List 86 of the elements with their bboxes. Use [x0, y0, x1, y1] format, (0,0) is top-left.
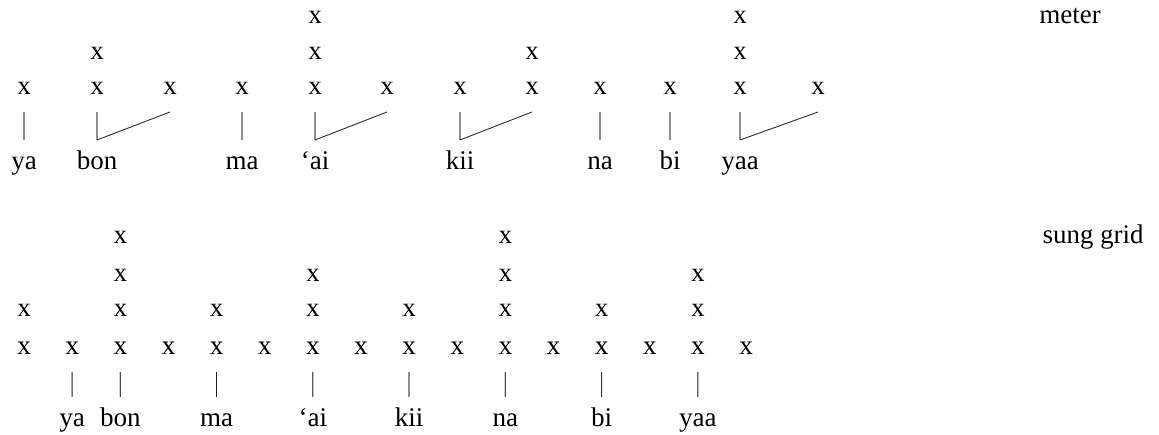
syllable-label: kii [395, 407, 423, 426]
grid-mark: x [733, 81, 747, 94]
grid-mark: x [354, 341, 368, 354]
grid-mark: x [498, 230, 512, 243]
grid-mark: x [308, 46, 322, 59]
grid-mark: x [90, 81, 104, 94]
grid-mark: x [525, 46, 539, 59]
syllable-label: bon [100, 407, 141, 427]
grid-mark: x [402, 341, 416, 354]
row-label: meter [1039, 7, 1101, 24]
association-line [739, 111, 741, 141]
association-line [71, 371, 73, 398]
association-line [408, 371, 410, 398]
association-line [459, 111, 533, 141]
grid-mark: x [308, 10, 322, 23]
grid-mark: x [17, 81, 31, 94]
association-line [314, 111, 388, 141]
grid-mark: x [210, 303, 223, 316]
grid-mark: x [593, 81, 607, 94]
syllable-label: yaa [679, 413, 717, 432]
grid-mark: x [498, 268, 512, 281]
association-line [669, 111, 671, 141]
syllable-label: ya [59, 413, 85, 432]
association-line [599, 111, 601, 141]
grid-mark: x [691, 341, 705, 354]
grid-mark: x [663, 81, 677, 94]
grid-mark: x [306, 341, 320, 354]
association-line [459, 111, 461, 141]
grid-mark: x [739, 341, 753, 354]
grid-mark: x [308, 81, 322, 94]
grid-mark: x [306, 268, 320, 281]
grid-mark: x [17, 303, 31, 316]
association-line [697, 371, 699, 398]
syllable-label: yaa [721, 156, 759, 175]
syllable-label: bon [76, 150, 117, 170]
grid-mark: x [113, 230, 127, 243]
grid-mark: x [113, 268, 127, 281]
grid-mark: x [65, 341, 79, 354]
syllable-label: na [493, 413, 518, 427]
grid-mark: x [306, 303, 320, 316]
grid-mark: x [453, 81, 467, 94]
syllable-label: bi [659, 150, 680, 170]
syllable-label: ‘ai [301, 408, 327, 427]
association-line [96, 111, 171, 141]
grid-mark: x [17, 341, 31, 354]
row-label: sung grid [1043, 224, 1144, 249]
grid-mark: x [113, 303, 127, 316]
grid-mark: x [595, 303, 608, 316]
grid-mark: x [163, 81, 177, 94]
association-line [216, 371, 217, 398]
syllable-label: ma [200, 413, 233, 427]
grid-mark: x [691, 303, 705, 316]
syllable-label: bi [591, 407, 612, 427]
association-line [504, 371, 506, 398]
grid-mark: x [450, 341, 464, 354]
grid-mark: x [402, 303, 416, 316]
grid-mark: x [210, 341, 223, 354]
syllable-label: ya [11, 156, 37, 175]
syllable-label: na [587, 156, 613, 170]
syllable-label: ma [226, 156, 259, 170]
grid-mark: x [525, 81, 539, 94]
grid-mark: x [498, 341, 512, 354]
association-line [312, 371, 314, 398]
association-line [119, 371, 121, 398]
grid-mark: x [161, 341, 175, 354]
grid-mark: x [733, 10, 747, 23]
association-line [241, 111, 243, 141]
association-line [96, 111, 98, 141]
association-line [314, 111, 316, 141]
grid-mark: x [691, 268, 705, 281]
grid-mark: x [113, 341, 127, 354]
grid-mark: x [258, 341, 271, 354]
grid-mark: x [595, 341, 608, 354]
association-line [601, 371, 603, 398]
grid-mark: x [546, 341, 560, 354]
syllable-label: kii [446, 150, 474, 169]
grid-mark: x [811, 81, 825, 94]
grid-mark: x [498, 303, 512, 316]
grid-mark: x [90, 46, 104, 59]
grid-mark: x [380, 81, 394, 94]
grid-mark: x [235, 81, 249, 94]
grid-mark: x [643, 341, 657, 354]
association-line [23, 111, 25, 141]
association-line [739, 111, 819, 141]
grid-mark: x [733, 46, 747, 59]
syllable-label: ‘ai [303, 151, 329, 170]
